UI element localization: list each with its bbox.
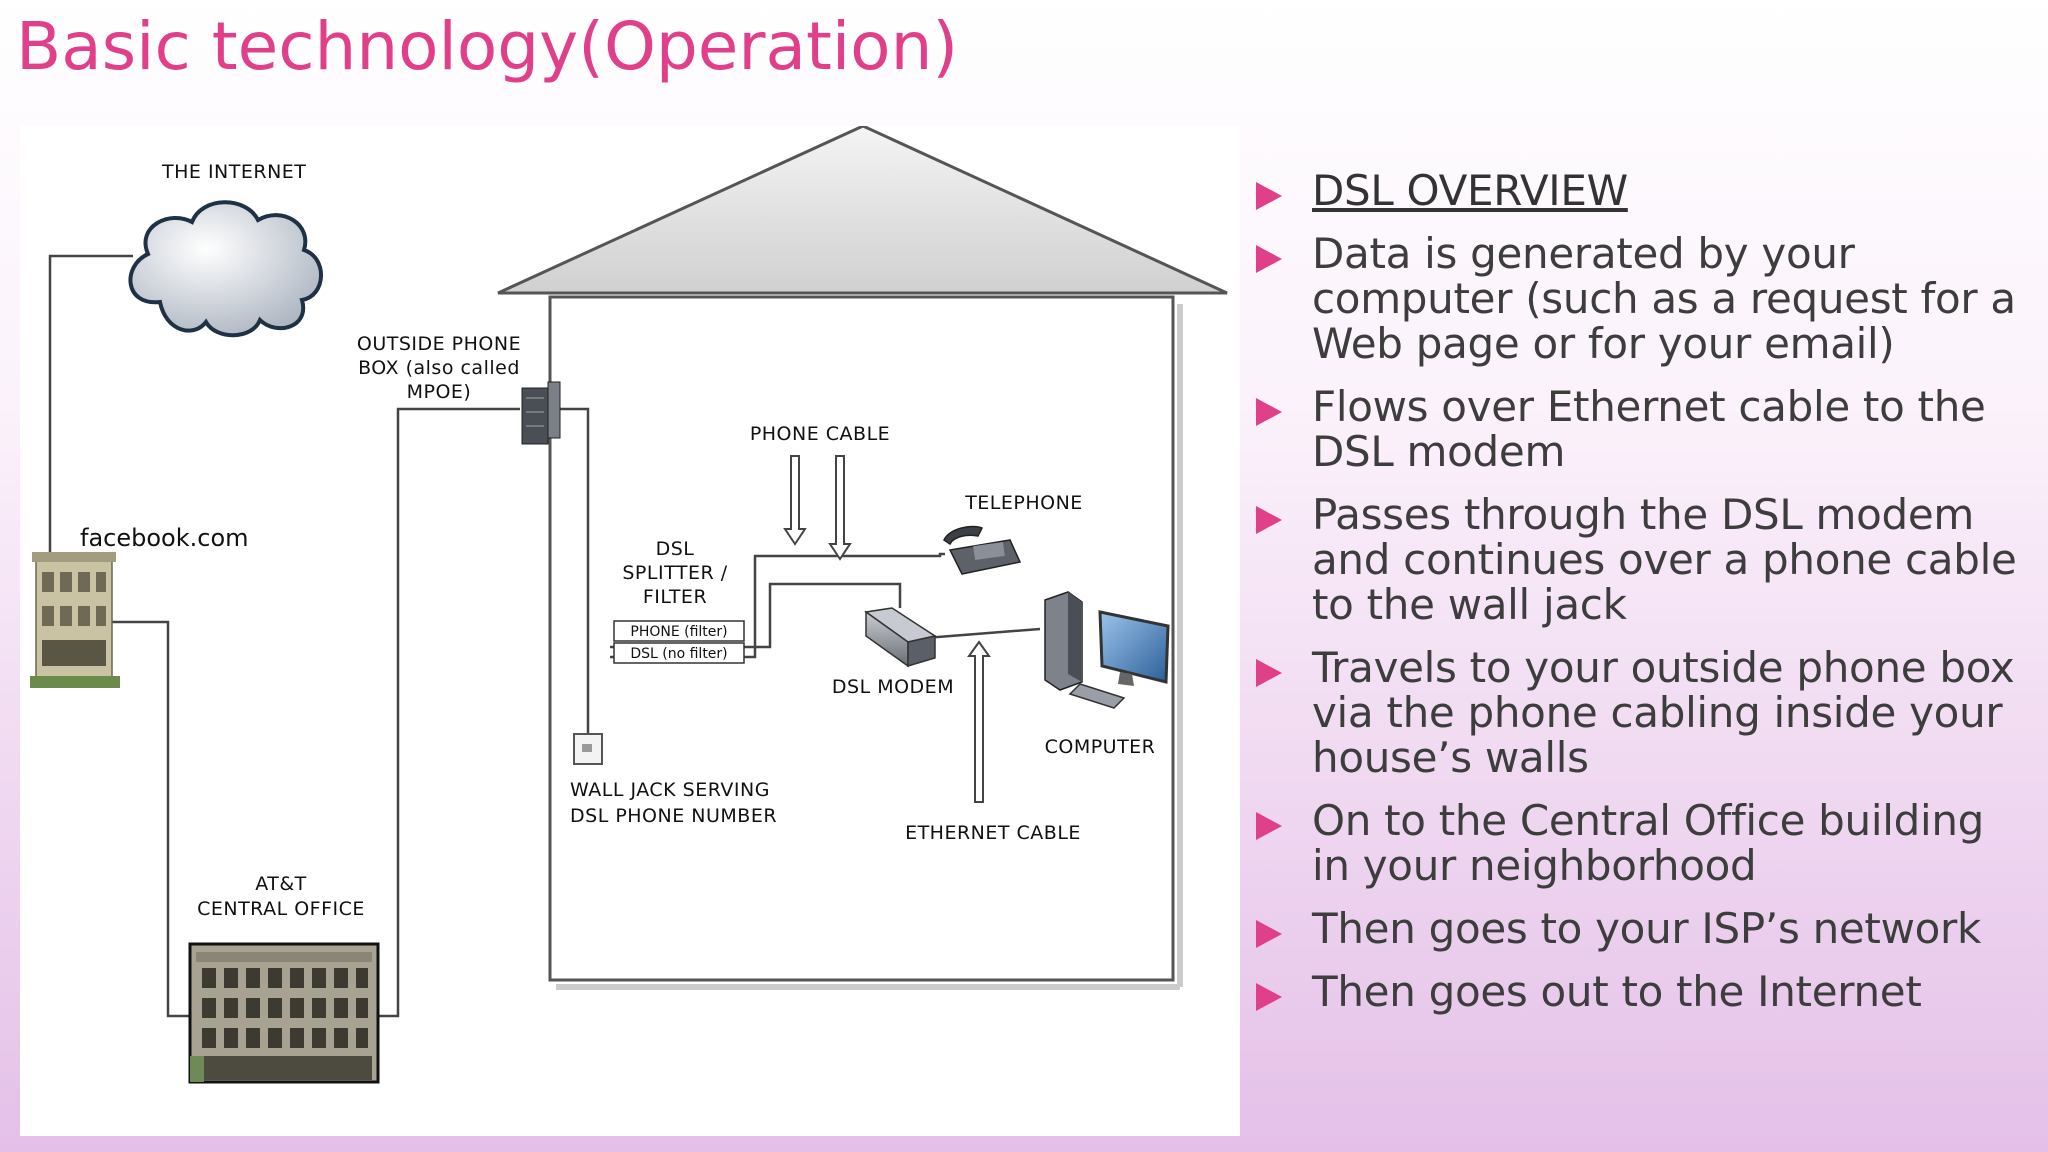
bullet-heading-text: DSL OVERVIEW	[1312, 166, 1628, 215]
label-central-office-line2: CENTRAL OFFICE	[197, 898, 365, 920]
wall-jack-icon	[573, 733, 603, 765]
central-office-building-icon	[188, 942, 380, 1084]
label-telephone: TELEPHONE	[964, 492, 1083, 514]
bullet-item: Then goes to your ISP’s network	[1252, 906, 2032, 951]
label-wall-jack-line1: WALL JACK SERVING	[570, 779, 770, 801]
bullet-triangle-icon	[1256, 398, 1282, 426]
bullet-text: On to the Central Office building in you…	[1312, 796, 1985, 890]
label-port-dsl-no-filter: DSL (no filter)	[630, 646, 727, 662]
slide-title: Basic technology(Operation)	[16, 8, 959, 85]
label-outside-phone-box-line3: MPOE)	[407, 381, 472, 403]
label-the-internet: THE INTERNET	[161, 161, 306, 183]
label-outside-phone-box-line2: BOX (also called	[358, 357, 520, 379]
bullet-text: Then goes out to the Internet	[1312, 967, 1922, 1016]
label-wall-jack-line2: DSL PHONE NUMBER	[570, 805, 777, 827]
bullet-text: Passes through the DSL modem and continu…	[1312, 490, 2017, 629]
outside-phone-box-icon	[521, 381, 561, 445]
label-facebook-com: facebook.com	[80, 524, 249, 552]
label-computer: COMPUTER	[1045, 736, 1156, 758]
bullet-text: Flows over Ethernet cable to the DSL mod…	[1312, 382, 1986, 476]
bullet-item: Data is generated by your computer (such…	[1252, 231, 2032, 366]
label-ethernet-cable: ETHERNET CABLE	[905, 822, 1081, 844]
bullet-triangle-icon	[1256, 659, 1282, 687]
facebook-building-icon	[30, 552, 120, 688]
computer-icon	[1044, 591, 1170, 709]
splitter-ports	[613, 620, 745, 664]
label-outside-phone-box-line1: OUTSIDE PHONE	[357, 333, 521, 355]
house-outline	[497, 126, 1228, 990]
diagram-canvas: THE INTERNET OUTSIDE PHONE BOX (also cal…	[30, 126, 1228, 1084]
bullet-text: Then goes to your ISP’s network	[1312, 904, 1982, 953]
bullet-item: Passes through the DSL modem and continu…	[1252, 492, 2032, 627]
label-port-phone-filter: PHONE (filter)	[630, 624, 727, 640]
internet-cloud-icon	[128, 200, 323, 338]
label-dsl-modem: DSL MODEM	[832, 676, 954, 698]
bullet-item: Then goes out to the Internet	[1252, 969, 2032, 1014]
phone-cable-arrows	[783, 455, 852, 561]
bullet-triangle-icon	[1256, 506, 1282, 534]
bullet-item: On to the Central Office building in you…	[1252, 798, 2032, 888]
bullet-item: Flows over Ethernet cable to the DSL mod…	[1252, 384, 2032, 474]
bullet-triangle-icon	[1256, 920, 1282, 948]
bullet-triangle-icon	[1256, 812, 1282, 840]
bullet-text: Data is generated by your computer (such…	[1312, 229, 2016, 368]
label-splitter-line1: DSL	[656, 538, 695, 560]
bullet-text: Travels to your outside phone box via th…	[1312, 643, 2015, 782]
dsl-modem-icon	[864, 607, 937, 668]
dsl-overview-bullet-list: DSL OVERVIEW Data is generated by your c…	[1252, 168, 2032, 1032]
bullet-triangle-icon	[1256, 983, 1282, 1011]
bullet-triangle-icon	[1256, 182, 1282, 210]
bullet-item: DSL OVERVIEW	[1252, 168, 2032, 213]
telephone-icon	[943, 525, 1022, 575]
bullet-triangle-icon	[1256, 245, 1282, 273]
label-splitter-line2: SPLITTER /	[622, 562, 727, 584]
dsl-network-diagram: THE INTERNET OUTSIDE PHONE BOX (also cal…	[20, 126, 1240, 1136]
label-splitter-line3: FILTER	[643, 586, 707, 608]
ethernet-cable-arrow	[967, 640, 991, 803]
label-phone-cable: PHONE CABLE	[750, 423, 890, 445]
label-central-office-line1: AT&T	[255, 873, 307, 895]
bullet-item: Travels to your outside phone box via th…	[1252, 645, 2032, 780]
